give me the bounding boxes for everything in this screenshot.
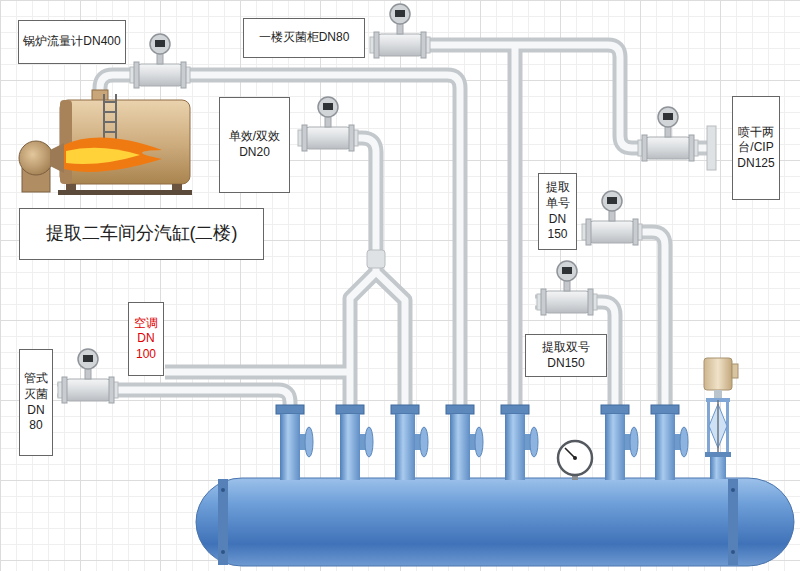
nozzle xyxy=(276,405,313,480)
valve-neck xyxy=(714,390,722,398)
pipe-label: 单效/双效 DN20 xyxy=(225,129,285,160)
bolt xyxy=(731,550,735,554)
valve-stem xyxy=(717,400,719,454)
flowmeter xyxy=(298,97,358,151)
aircon-pipe xyxy=(165,365,350,380)
label-box: 喷干两台/CIP DN125 xyxy=(732,96,780,200)
pipe-label: 提取二车间分汽缸(二楼) xyxy=(46,222,238,245)
ladder-rung xyxy=(104,121,116,123)
pipe-label: 管式灭菌 DN 80 xyxy=(23,371,49,433)
tee-end xyxy=(707,126,716,170)
flame-core xyxy=(66,148,140,164)
ladder-rung xyxy=(104,111,116,113)
steam-header xyxy=(196,405,794,566)
ladder-rail xyxy=(103,94,105,140)
burner-cone xyxy=(50,143,64,173)
pipe-shine xyxy=(512,45,519,410)
vessel-flange xyxy=(728,479,738,565)
label-box: 一楼灭菌柜DN80 xyxy=(243,18,365,58)
gauge-needle xyxy=(565,448,575,458)
sterilizer-pipe xyxy=(370,45,708,148)
pipe-shine xyxy=(165,369,350,376)
flowmeter xyxy=(130,34,190,88)
pipe-label: 喷干两台/CIP DN125 xyxy=(735,125,777,172)
single-extract-pipe xyxy=(585,232,665,410)
ladder-rung xyxy=(104,131,116,133)
boiler-base xyxy=(58,190,192,195)
pipe-label: 空调 DN 100 xyxy=(133,316,159,363)
bolt xyxy=(221,488,225,492)
flame xyxy=(64,138,162,172)
flowmeter xyxy=(58,349,118,403)
blower xyxy=(19,141,53,175)
nozzle xyxy=(501,405,538,480)
label-box: 提取二车间分汽缸(二楼) xyxy=(19,208,264,260)
valve-actuator xyxy=(704,358,732,390)
nozzle xyxy=(391,405,428,480)
pipe-shine xyxy=(376,272,405,410)
header-vessel xyxy=(196,478,794,566)
nozzle xyxy=(446,405,483,480)
label-box: 单效/双效 DN20 xyxy=(219,97,290,193)
label-box: 锅炉流量计DN400 xyxy=(18,20,126,64)
nozzle xyxy=(651,405,688,480)
nozzle xyxy=(601,405,638,480)
flowmeter xyxy=(370,4,430,58)
actuator-knob xyxy=(732,364,738,378)
valve-body xyxy=(710,457,726,479)
flowmeter xyxy=(537,261,597,315)
boiler-body xyxy=(60,100,190,184)
gauge-pivot xyxy=(573,456,577,460)
bolt xyxy=(221,550,225,554)
label-box: 提取单号 DN 150 xyxy=(538,173,577,250)
pipe-label: 提取双号 DN150 xyxy=(531,340,601,371)
pipe-label: 提取单号 DN 150 xyxy=(545,180,571,242)
flowmeter xyxy=(582,191,642,245)
label-box: 提取双号 DN150 xyxy=(525,334,607,377)
label-box: 空调 DN 100 xyxy=(128,302,164,376)
pipe-label: 锅炉流量计DN400 xyxy=(23,34,120,50)
pipe-label: 一楼灭菌柜DN80 xyxy=(259,30,350,46)
boiler xyxy=(19,90,192,195)
riser-pipe xyxy=(508,45,523,410)
pressure-gauge xyxy=(558,441,592,480)
pipe-shine xyxy=(370,45,708,148)
flowmeters xyxy=(58,4,698,403)
vessel-flange xyxy=(218,479,228,565)
bolt xyxy=(731,488,735,492)
boiler-ladder xyxy=(104,94,116,140)
y-junction xyxy=(367,250,385,268)
effect-pipe-branch xyxy=(376,272,405,410)
ladder-rung xyxy=(104,101,116,103)
nozzle xyxy=(336,405,373,480)
valve-flange xyxy=(705,452,731,457)
flowmeter xyxy=(638,107,698,161)
label-box: 管式灭菌 DN 80 xyxy=(19,349,53,456)
ladder-rail xyxy=(115,94,117,140)
pipe-shine xyxy=(585,232,665,410)
control-valve xyxy=(704,358,738,479)
gauge-dial xyxy=(558,441,592,475)
